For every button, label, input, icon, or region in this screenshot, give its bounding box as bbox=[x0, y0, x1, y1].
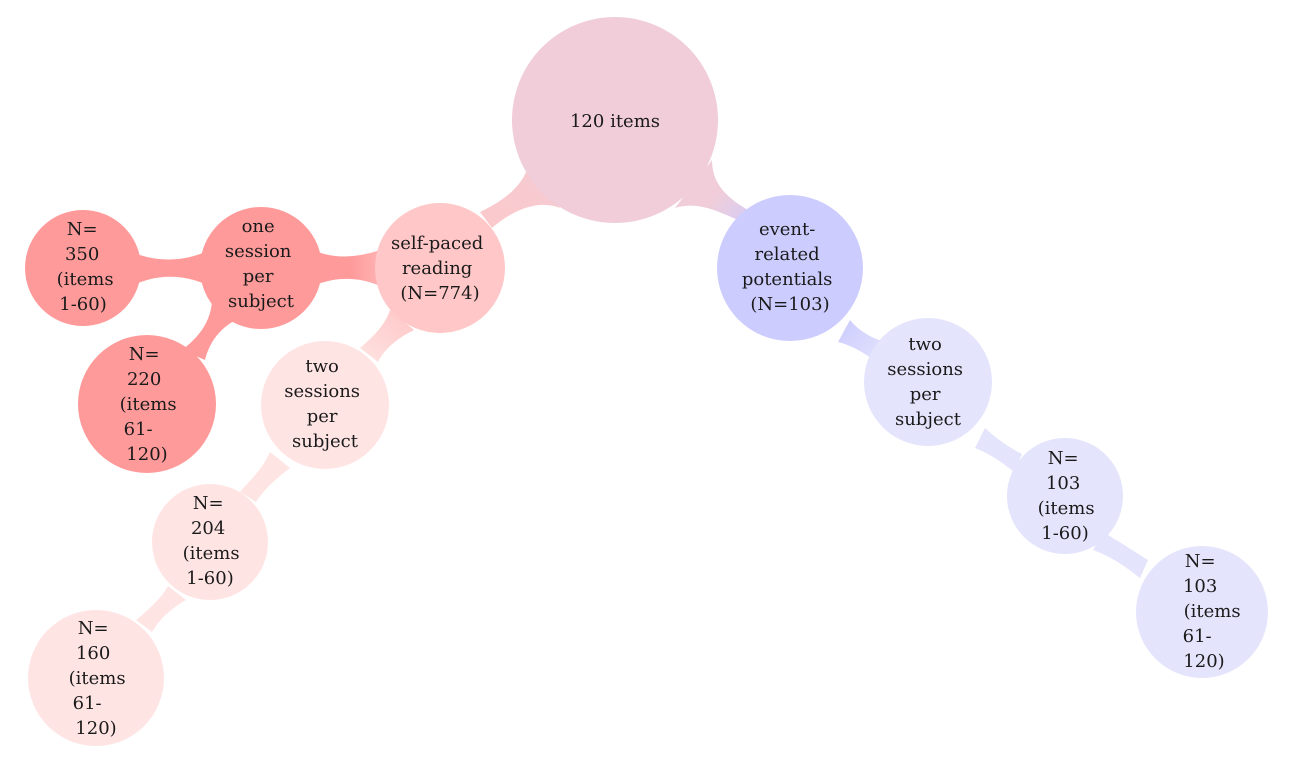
spr-two-group-b-label: N= 160 (items 61- 120) bbox=[69, 618, 132, 739]
erp-two-group-b-label: N= 103 (items 61- 120) bbox=[1183, 551, 1247, 672]
root-label: 120 items bbox=[570, 111, 660, 132]
connector-erp-two-a bbox=[975, 428, 1022, 472]
erp-two-group-a-node bbox=[1007, 438, 1123, 554]
erp-two-group-b-node bbox=[1136, 546, 1268, 678]
spr-two-group-b-node bbox=[28, 610, 164, 746]
erp-two-sessions-node bbox=[864, 318, 992, 446]
connector-one-a bbox=[132, 252, 205, 286]
connector-erp-two-b bbox=[1093, 532, 1148, 578]
spr-one-session-label: one session per subject bbox=[225, 216, 297, 312]
spr-one-group-a-node bbox=[25, 210, 141, 326]
spr-one-group-b-label: N= 220 (items 61- 120) bbox=[120, 344, 183, 465]
root-node bbox=[512, 17, 718, 223]
erp-two-group-a-label: N= 103 (items 1-60) bbox=[1038, 448, 1101, 544]
spr-two-group-a-node bbox=[152, 484, 268, 600]
erp-label: event- related potentials (N=103) bbox=[742, 219, 838, 315]
spr-node bbox=[375, 203, 505, 333]
spr-two-group-a-label: N= 204 (items 1-60) bbox=[183, 493, 246, 589]
connector-spr-two-b bbox=[136, 586, 186, 632]
connector-spr-two-a bbox=[240, 452, 290, 502]
erp-two-sessions-label: two sessions per subject bbox=[887, 334, 969, 430]
spr-two-sessions-label: two sessions per subject bbox=[284, 356, 366, 452]
connector-root-erp bbox=[675, 160, 748, 222]
spr-one-group-b-node bbox=[78, 335, 216, 473]
spr-one-group-a-label: N= 350 (items 1-60) bbox=[57, 219, 120, 315]
spr-one-session-node bbox=[200, 207, 322, 329]
spr-two-sessions-node bbox=[261, 341, 389, 469]
erp-node bbox=[717, 195, 863, 341]
connector-spr-one bbox=[318, 250, 380, 286]
spr-label: self-paced reading (N=774) bbox=[391, 233, 489, 304]
connector-spr-two bbox=[360, 310, 414, 362]
